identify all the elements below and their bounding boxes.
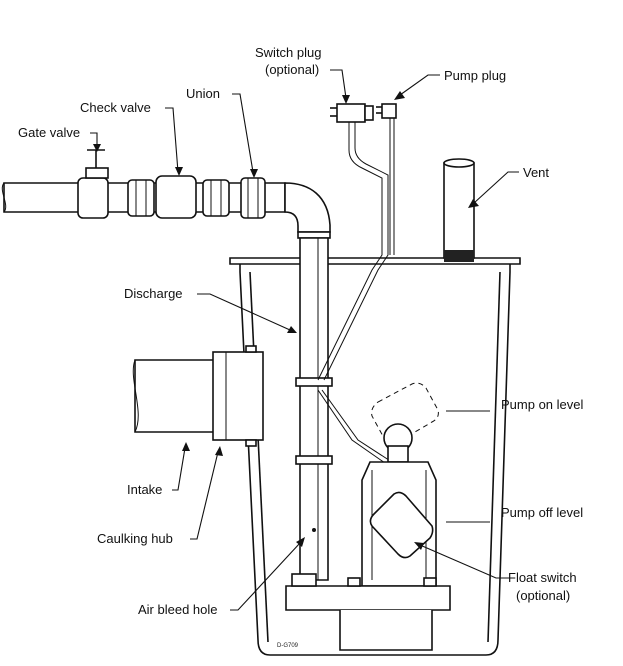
vertical-discharge-pipe xyxy=(295,231,333,581)
switch-plug-label-line1: Switch plug xyxy=(255,45,321,60)
switch-plug-shape xyxy=(330,103,374,123)
float-switch-label-line1: Float switch xyxy=(508,570,577,585)
float-on-position xyxy=(371,382,439,444)
drawing-code: D-G709 xyxy=(277,643,299,649)
check-valve-label: Check valve xyxy=(80,100,151,115)
pump-plug-label: Pump plug xyxy=(444,68,506,83)
air-bleed-hole-label: Air bleed hole xyxy=(138,602,218,617)
float-switch-label-line2: (optional) xyxy=(516,588,570,603)
vent-label: Vent xyxy=(523,165,549,180)
power-cords xyxy=(317,116,399,471)
float-off-position xyxy=(369,491,434,559)
pump-on-level-label: Pump on level xyxy=(501,397,583,412)
leader-lines xyxy=(90,69,519,611)
pump-plug-shape xyxy=(376,103,397,119)
intake-label: Intake xyxy=(127,482,162,497)
intake-pipe xyxy=(132,345,264,447)
horizontal-discharge-pipe xyxy=(1,149,331,233)
union-label: Union xyxy=(186,86,220,101)
gate-valve-label: Gate valve xyxy=(18,125,80,140)
caulking-hub-label: Caulking hub xyxy=(97,531,173,546)
switch-plug-label-line2: (optional) xyxy=(265,62,319,77)
pump-off-level-label: Pump off level xyxy=(501,505,583,520)
vent-pipe xyxy=(443,158,475,262)
discharge-label: Discharge xyxy=(124,286,183,301)
